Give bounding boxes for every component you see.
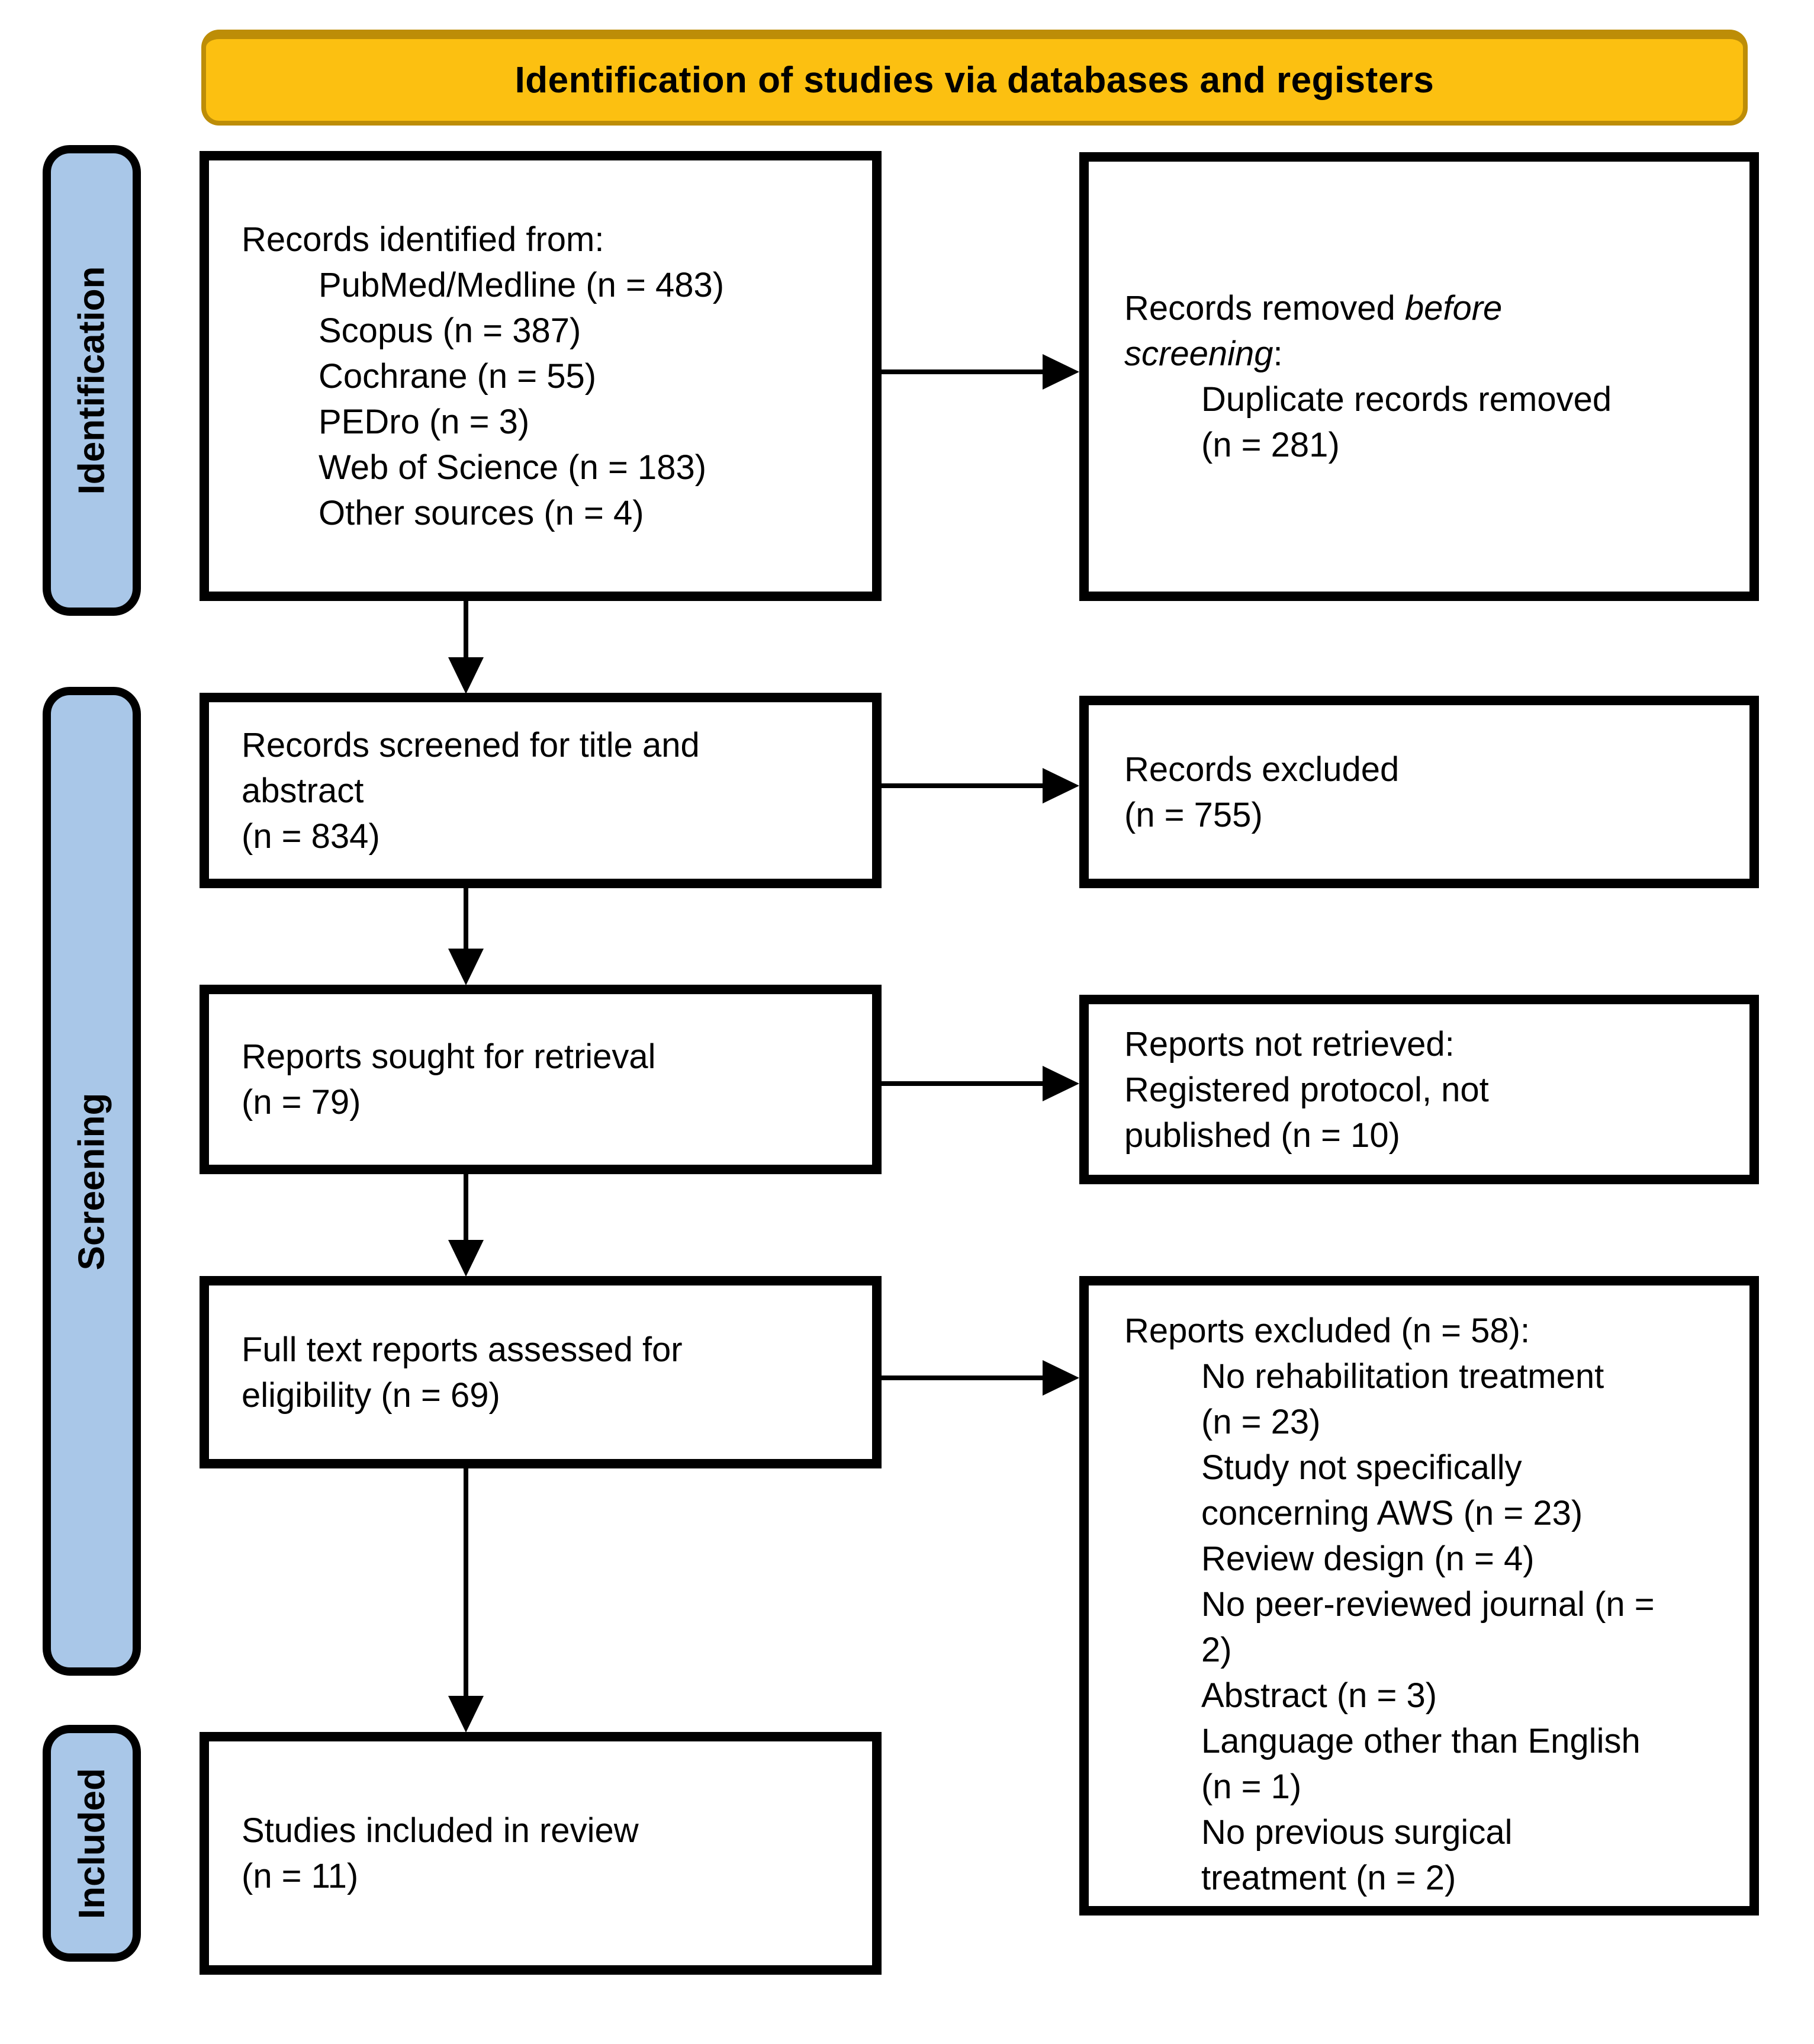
arrow-screened-to-sought-line [464,888,468,950]
stage-included-label: Included [71,1767,112,1919]
fulltext-assessed-line1: Full text reports assessed for [242,1330,683,1369]
reports-sought-line1: Reports sought for retrieval [242,1037,656,1076]
arrow-identified-to-screened-line [464,601,468,660]
records-removed-prefix: Records removed [1124,289,1405,327]
arrow-identified-to-removed-line [882,369,1046,374]
records-excluded-count: (n = 755) [1124,795,1263,834]
source-other: Other sources (n = 4) [319,493,644,532]
stage-screening-label: Screening [71,1092,112,1270]
banner-identification-via-databases: Identification of studies via databases … [201,30,1748,126]
arrow-sought-to-notretrieved-head [1043,1066,1079,1101]
reports-sought-count: (n = 79) [242,1083,361,1121]
reason-line: treatment (n = 2) [1201,1859,1456,1897]
box-reports-excluded: Reports excluded (n = 58): No rehabilita… [1079,1276,1759,1916]
not-retrieved-line2: Registered protocol, not [1124,1070,1489,1109]
exclusion-reason-language: Language other than English (n = 1) [1201,1718,1749,1810]
reason-line: Study not specifically [1201,1448,1522,1487]
stage-identification: Identification [43,145,141,616]
reports-excluded-title: Reports excluded (n = 58): [1124,1312,1530,1350]
reason-line: No peer-reviewed journal (n = [1201,1585,1655,1624]
duplicates-removed-count: (n = 281) [1201,426,1340,464]
box-records-screened: Records screened for title and abstract … [200,693,882,888]
source-cochrane: Cochrane (n = 55) [319,356,597,396]
arrow-sought-to-notretrieved-line [882,1081,1046,1086]
reason-line: Review design (n = 4) [1201,1540,1535,1578]
records-screened-line1: Records screened for title and [242,725,700,764]
source-web-of-science: Web of Science (n = 183) [319,448,707,487]
arrow-assessed-to-included-line [464,1468,468,1698]
box-records-removed: Records removed before screening: Duplic… [1079,152,1759,601]
records-screened-count: (n = 834) [242,817,380,856]
source-pubmed: PubMed/Medline (n = 483) [319,265,725,304]
exclusion-reason-abstract: Abstract (n = 3) [1201,1673,1749,1718]
box-reports-not-retrieved: Reports not retrieved: Registered protoc… [1079,995,1759,1184]
studies-included-count: (n = 11) [242,1857,359,1895]
records-removed-emphasis2: screening [1124,335,1273,373]
box-fulltext-assessed: Full text reports assessed for eligibili… [200,1276,882,1468]
records-removed-emphasis1: before [1404,289,1503,327]
records-excluded-line1: Records excluded [1124,750,1400,789]
reason-line: No previous surgical [1201,1813,1513,1852]
arrow-identified-to-screened-head [448,657,484,694]
box-records-excluded: Records excluded (n = 755) [1079,696,1759,888]
arrow-assessed-to-reportsexcluded-head [1043,1360,1079,1396]
box-records-identified: Records identified from: PubMed/Medline … [200,151,882,601]
not-retrieved-line1: Reports not retrieved: [1124,1024,1455,1063]
reason-line: No rehabilitation treatment [1201,1357,1604,1396]
source-pedro: PEDro (n = 3) [319,402,530,441]
reason-line: (n = 23) [1201,1403,1321,1441]
arrow-sought-to-assessed-head [448,1240,484,1277]
reason-line: Language other than English [1201,1722,1641,1760]
box-studies-included: Studies included in review (n = 11) [200,1732,882,1975]
arrow-assessed-to-included-head [448,1696,484,1733]
arrow-screened-to-sought-head [448,949,484,985]
stage-included: Included [43,1725,141,1962]
exclusion-reason-no-rehab: No rehabilitation treatment (n = 23) [1201,1354,1749,1445]
arrow-sought-to-assessed-line [464,1174,468,1242]
duplicates-removed-line1: Duplicate records removed [1201,380,1612,419]
records-screened-line2: abstract [242,771,364,810]
exclusion-reason-review-design: Review design (n = 4) [1201,1536,1749,1582]
arrow-screened-to-excluded-head [1043,768,1079,804]
exclusion-reason-no-prior-surgery: No previous surgical treatment (n = 2) [1201,1810,1749,1901]
reason-line: concerning AWS (n = 23) [1201,1494,1583,1532]
stage-screening: Screening [43,687,141,1676]
stage-identification-label: Identification [71,266,112,495]
records-identified-title: Records identified from: [242,220,604,259]
exclusion-reason-no-peer-review: No peer-reviewed journal (n = 2) [1201,1582,1749,1673]
records-removed-line2: screening: [1124,331,1749,377]
records-removed-suffix: : [1273,335,1283,373]
arrow-screened-to-excluded-line [882,783,1046,788]
arrow-assessed-to-reportsexcluded-line [882,1375,1046,1380]
not-retrieved-line3: published (n = 10) [1124,1116,1400,1155]
studies-included-line1: Studies included in review [242,1811,639,1850]
records-removed-line1: Records removed before [1124,285,1749,331]
arrow-identified-to-removed-head [1043,354,1079,390]
reason-line: (n = 1) [1201,1767,1302,1806]
exclusion-reason-not-aws: Study not specifically concerning AWS (n… [1201,1445,1749,1536]
fulltext-assessed-count: eligibility (n = 69) [242,1375,500,1415]
banner-title: Identification of studies via databases … [514,59,1435,101]
reason-line: 2) [1201,1631,1232,1669]
reason-line: Abstract (n = 3) [1201,1676,1437,1715]
source-scopus: Scopus (n = 387) [319,311,581,350]
box-reports-sought: Reports sought for retrieval (n = 79) [200,985,882,1174]
